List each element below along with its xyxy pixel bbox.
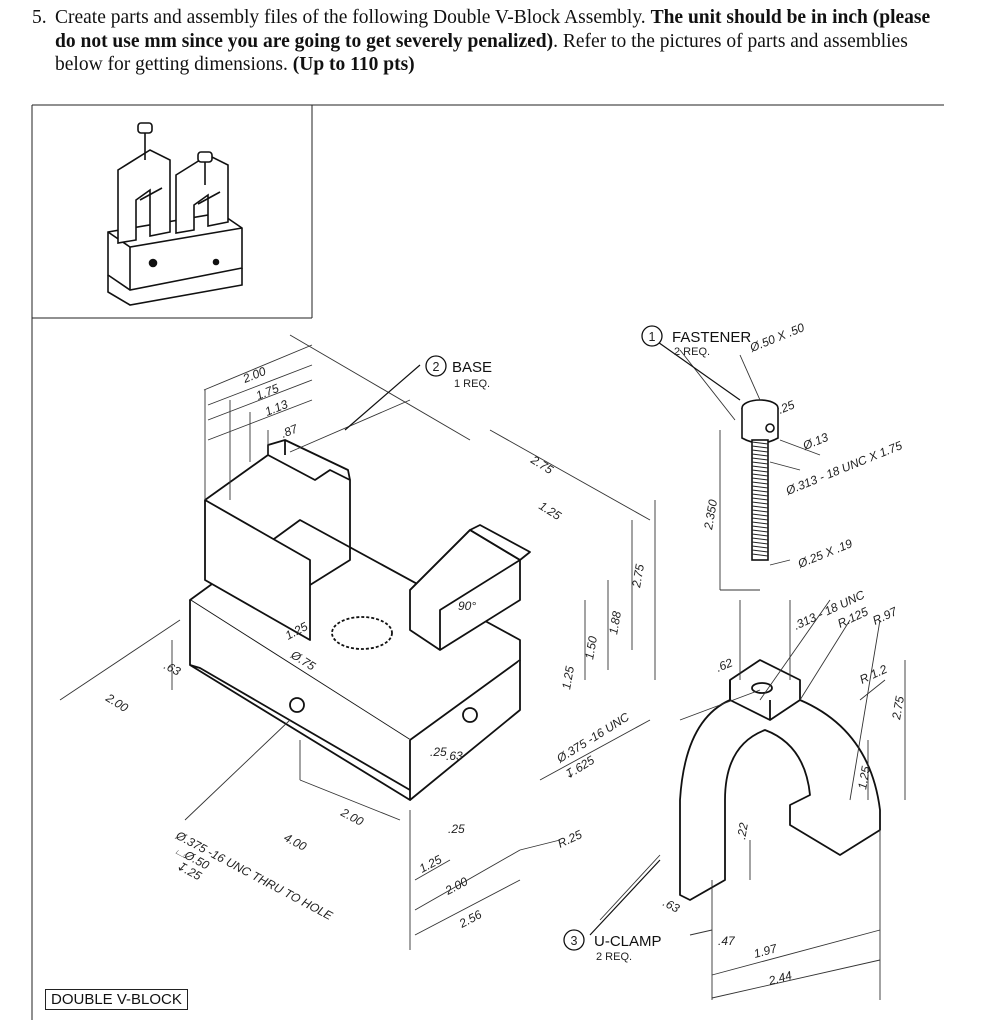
uclamp-0.47: .47 bbox=[718, 934, 736, 948]
dim-1.88: 1.88 bbox=[606, 610, 624, 636]
assembly-thumbnail bbox=[107, 122, 243, 306]
base-qty: 1 REQ. bbox=[454, 378, 490, 390]
fastener-length: 2.350 bbox=[701, 498, 720, 531]
dim-2.75-side: 2.75 bbox=[629, 563, 647, 590]
base-number: 2 bbox=[433, 360, 440, 374]
fastener-number: 1 bbox=[649, 330, 656, 344]
base-dimension-lines bbox=[59, 334, 656, 950]
dim-0.87: .87 bbox=[279, 421, 301, 441]
dim-0.25-bottom: .25 bbox=[448, 822, 465, 836]
uclamp-dimension-lines bbox=[599, 599, 906, 1000]
fastener-dimension-lines bbox=[679, 349, 821, 591]
fastener-qty: 2 REQ. bbox=[674, 346, 710, 358]
drawing-frame bbox=[31, 104, 944, 1020]
dim-1.50: 1.50 bbox=[582, 635, 600, 661]
base-name: BASE bbox=[452, 359, 492, 376]
dim-r-0.25: R.25 bbox=[555, 827, 584, 851]
dim-0.63-hole: .63 bbox=[446, 749, 463, 763]
fastener-head-dim: Ø.50 X .50 bbox=[747, 320, 807, 355]
tap-hole-callout: Ø.375 -16 UNC bbox=[553, 710, 632, 766]
uclamp-name: U-CLAMP bbox=[594, 933, 662, 950]
fastener-part-drawing bbox=[741, 399, 779, 561]
uclamp-part-drawing bbox=[679, 659, 881, 901]
dim-2.75-top: 2.75 bbox=[528, 452, 556, 477]
dim-0.25-hole: .25 bbox=[430, 745, 447, 759]
question-text: 5. Create parts and assembly files of th… bbox=[32, 6, 952, 77]
question-number: 5. bbox=[32, 7, 47, 28]
dim-2.00-bottom: 2.00 bbox=[338, 805, 366, 829]
question-intro: Create parts and assembly files of the f… bbox=[55, 7, 646, 28]
fastener-thread-dim: Ø.313 - 18 UNC X 1.75 bbox=[783, 438, 905, 498]
uclamp-0.22: .22 bbox=[734, 821, 751, 840]
uclamp-1.97: 1.97 bbox=[752, 941, 779, 961]
uclamp-r-1.2: R 1.2 bbox=[857, 662, 889, 687]
question-mid: . Refer to the pictures of parts and ass… bbox=[55, 30, 908, 76]
dim-2.56: 2.56 bbox=[456, 907, 484, 931]
dim-4.00: 4.00 bbox=[282, 830, 309, 853]
dim-0.63-left: .63 bbox=[162, 658, 184, 678]
fastener-name: FASTENER bbox=[672, 329, 751, 346]
uclamp-r-0.97: R.97 bbox=[870, 604, 900, 628]
uclamp-2.44: 2.44 bbox=[766, 968, 793, 988]
dim-1.25-side: 1.25 bbox=[559, 665, 577, 691]
balloon-uclamp: 3 U-CLAMP 2 REQ. bbox=[563, 929, 662, 963]
question-body: Create parts and assembly files of the f… bbox=[55, 6, 952, 77]
dim-1.25-bottom: 1.25 bbox=[417, 852, 444, 875]
fastener-hole-dim: Ø.13 bbox=[800, 430, 831, 453]
uclamp-1.25: 1.25 bbox=[855, 765, 873, 791]
balloon-fastener: 1 FASTENER 2 REQ. bbox=[641, 325, 751, 358]
uclamp-0.63: .63 bbox=[661, 895, 683, 915]
fastener-thread-lines bbox=[751, 441, 769, 557]
fastener-0.25: .25 bbox=[776, 397, 797, 416]
dim-1.25-top: 1.25 bbox=[536, 499, 564, 523]
dim-2.00-base: 2.00 bbox=[442, 874, 470, 898]
points-label: (Up to 110 pts) bbox=[292, 54, 415, 75]
assembly-title-box: DOUBLE V-BLOCK bbox=[45, 989, 188, 1010]
balloon-base: 2 BASE 1 REQ. bbox=[425, 355, 492, 390]
base-part-drawing bbox=[189, 439, 531, 801]
uclamp-2.75: 2.75 bbox=[889, 695, 907, 722]
fastener-dimension-text: Ø.50 X .50 .25 Ø.13 Ø.313 - 18 UNC X 1.7… bbox=[701, 320, 904, 571]
dim-2.00-top: 2.00 bbox=[240, 364, 268, 386]
dim-90-deg: 90° bbox=[458, 599, 476, 613]
uclamp-number: 3 bbox=[571, 934, 578, 948]
fastener-tip-dim: Ø.25 X .19 bbox=[795, 536, 855, 571]
uclamp-0.62: .62 bbox=[714, 655, 735, 674]
uclamp-qty: 2 REQ. bbox=[596, 951, 632, 963]
dim-2.00-left: 2.00 bbox=[103, 690, 131, 715]
dim-1.13: 1.13 bbox=[263, 397, 290, 419]
unit-warning: The unit should be in inch (please do no… bbox=[55, 7, 931, 52]
leader-lines bbox=[344, 339, 741, 936]
